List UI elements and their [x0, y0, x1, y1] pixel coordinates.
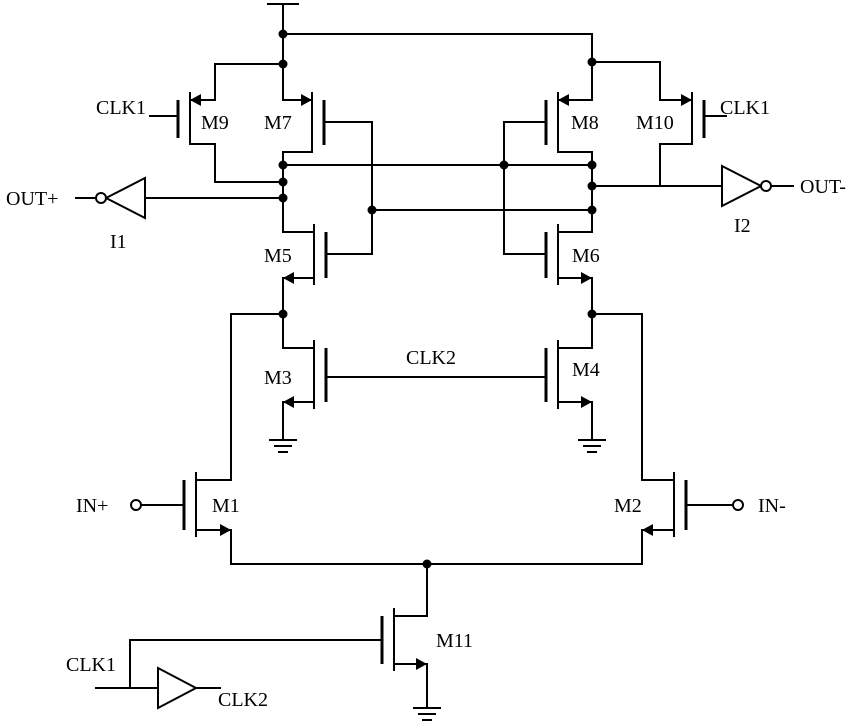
label-m6: M6 [572, 245, 600, 267]
label-m10: M10 [636, 112, 674, 134]
label-i1: I1 [110, 231, 127, 253]
label-m1: M1 [212, 495, 240, 517]
junction-dots [279, 30, 597, 569]
label-m3: M3 [264, 367, 292, 389]
transistor-m5 [283, 210, 372, 348]
ground-symbol [414, 708, 440, 720]
vdd-supply [268, 4, 592, 64]
latch-nodes [145, 152, 722, 232]
transistor-m11 [130, 564, 642, 708]
label-m4: M4 [572, 359, 600, 381]
inverter-i1 [76, 178, 145, 218]
transistor-m1 [142, 473, 231, 564]
transistor-m2 [642, 473, 732, 564]
transistor-m6 [504, 225, 592, 348]
in-plus-pin [131, 500, 141, 510]
label-m8: M8 [571, 112, 599, 134]
label-i2: I2 [734, 215, 751, 237]
label-in-plus: IN+ [76, 495, 108, 517]
ground-symbol [270, 440, 296, 452]
label-m7: M7 [264, 112, 292, 134]
label-m2: M2 [614, 495, 642, 517]
transistor-m8 [504, 62, 592, 254]
label-clk1-left: CLK1 [96, 97, 146, 119]
label-clk2-bottom: CLK2 [218, 689, 268, 711]
inverter-i2 [722, 166, 793, 206]
label-clk2-mid: CLK2 [406, 347, 456, 369]
label-clk1-right: CLK1 [720, 97, 770, 119]
label-out-minus: OUT- [800, 176, 846, 198]
transistor-m4 [546, 341, 592, 440]
label-m5: M5 [264, 245, 292, 267]
transistor-m7 [283, 64, 372, 210]
label-out-plus: OUT+ [6, 188, 58, 210]
label-m11: M11 [436, 630, 473, 652]
in-minus-pin [733, 500, 743, 510]
ground-symbol [579, 440, 605, 452]
label-m9: M9 [201, 112, 229, 134]
label-in-minus: IN- [758, 495, 786, 517]
label-clk1-bottom: CLK1 [66, 654, 116, 676]
